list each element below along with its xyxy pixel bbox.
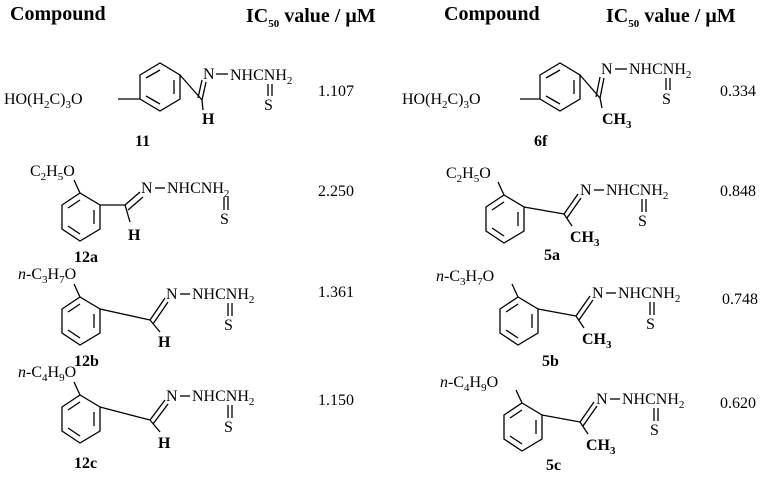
- ic50-value-12a: 2.250: [318, 183, 354, 200]
- svg-text:N: N: [592, 285, 604, 302]
- methyl-5b: CH3: [582, 331, 612, 351]
- svg-text:S: S: [650, 422, 659, 439]
- svg-text:S: S: [224, 317, 233, 334]
- compound-id-5a: 5a: [544, 247, 560, 264]
- structure-12a: C2H5O H N NHCNH2 S 12a: [30, 163, 229, 266]
- compound-id-12c: 12c: [74, 455, 97, 472]
- svg-text:S: S: [264, 97, 273, 114]
- substituent-5a: C2H5O: [446, 165, 491, 185]
- substituent-6f: HO(H2C)3O: [402, 91, 481, 111]
- aldehyde-h-12a: H: [128, 227, 141, 244]
- substituent-12c: n-C4H9O: [18, 364, 76, 384]
- aldehyde-h-11: H: [202, 111, 215, 128]
- structure-5a: C2H5O CH3 N NHCNH2 S 5a: [446, 165, 668, 264]
- structure-5c: n-C4H9O CH3 N NHCNH2 S 5c: [440, 374, 684, 474]
- methyl-5a: CH3: [570, 229, 600, 249]
- compound-id-12a: 12a: [74, 249, 98, 266]
- methyl-6f: CH3: [602, 111, 632, 131]
- svg-text:S: S: [224, 419, 233, 436]
- substituent-12a: C2H5O: [30, 163, 75, 183]
- thiosemicarbazide-chain: NHCNH2: [618, 285, 680, 305]
- methyl-5c: CH3: [586, 437, 616, 457]
- svg-text:S: S: [220, 211, 229, 228]
- thiosemicarbazide-chain: NHCNH2: [606, 182, 668, 202]
- ic50-value-5c: 0.620: [720, 395, 756, 412]
- svg-text:N: N: [596, 391, 608, 408]
- svg-text:N: N: [203, 66, 215, 83]
- svg-text:S: S: [646, 316, 655, 333]
- svg-text:N: N: [166, 388, 178, 405]
- svg-text:N: N: [580, 182, 592, 199]
- header-compound-left: Compound: [10, 3, 106, 25]
- ic50-value-11: 1.107: [318, 83, 354, 100]
- compound-id-5b: 5b: [542, 353, 559, 370]
- thiosemicarbazide-chain: NHCNH2: [622, 391, 684, 411]
- substituent-5b: n-C3H7O: [436, 268, 494, 288]
- svg-text:N: N: [601, 61, 613, 78]
- structure-11: HO(H2C)3O H N NHCNH2 S 11: [4, 62, 292, 150]
- thiosemicarbazide-chain: NHCNH2: [230, 67, 292, 87]
- svg-text:S: S: [638, 213, 647, 230]
- structure-12c: n-C4H9O H N NHCNH2 S 12c: [18, 364, 254, 472]
- thiosemicarbazide-chain: NHCNH2: [192, 286, 254, 306]
- thiosemicarbazide-chain: NHCNH2: [167, 180, 229, 200]
- ic50-value-5b: 0.748: [722, 291, 758, 308]
- structure-12b: n-C3H7O H N NHCNH2 S 12b: [18, 266, 254, 370]
- compound-id-11: 11: [135, 133, 150, 150]
- svg-text:N: N: [166, 286, 178, 303]
- aldehyde-h-12b: H: [158, 334, 171, 351]
- aldehyde-h-12c: H: [158, 435, 171, 452]
- header-ic50-right: IC50 value / μM: [606, 5, 736, 30]
- ic50-value-12c: 1.150: [318, 392, 354, 409]
- header-compound-right: Compound: [444, 3, 540, 25]
- thiosemicarbazide-chain: NHCNH2: [629, 61, 691, 81]
- svg-text:S: S: [662, 91, 671, 108]
- header-ic50-left: IC50 value / μM: [246, 5, 376, 30]
- ic50-value-12b: 1.361: [318, 284, 354, 301]
- structure-5b: n-C3H7O CH3 N NHCNH2 S 5b: [436, 268, 680, 370]
- compound-id-6f: 6f: [534, 133, 548, 150]
- substituent-12b: n-C3H7O: [18, 266, 76, 286]
- ic50-value-6f: 0.334: [720, 83, 756, 100]
- substituent-5c: n-C4H9O: [440, 374, 498, 394]
- structure-6f: HO(H2C)3O CH3 N NHCNH2 S 6f: [402, 61, 691, 150]
- ic50-value-5a: 0.848: [720, 183, 756, 200]
- compound-id-5c: 5c: [546, 457, 561, 474]
- thiosemicarbazide-chain: NHCNH2: [192, 388, 254, 408]
- substituent-11: HO(H2C)3O: [4, 91, 83, 111]
- compound-id-12b: 12b: [74, 353, 99, 370]
- svg-text:N: N: [141, 180, 153, 197]
